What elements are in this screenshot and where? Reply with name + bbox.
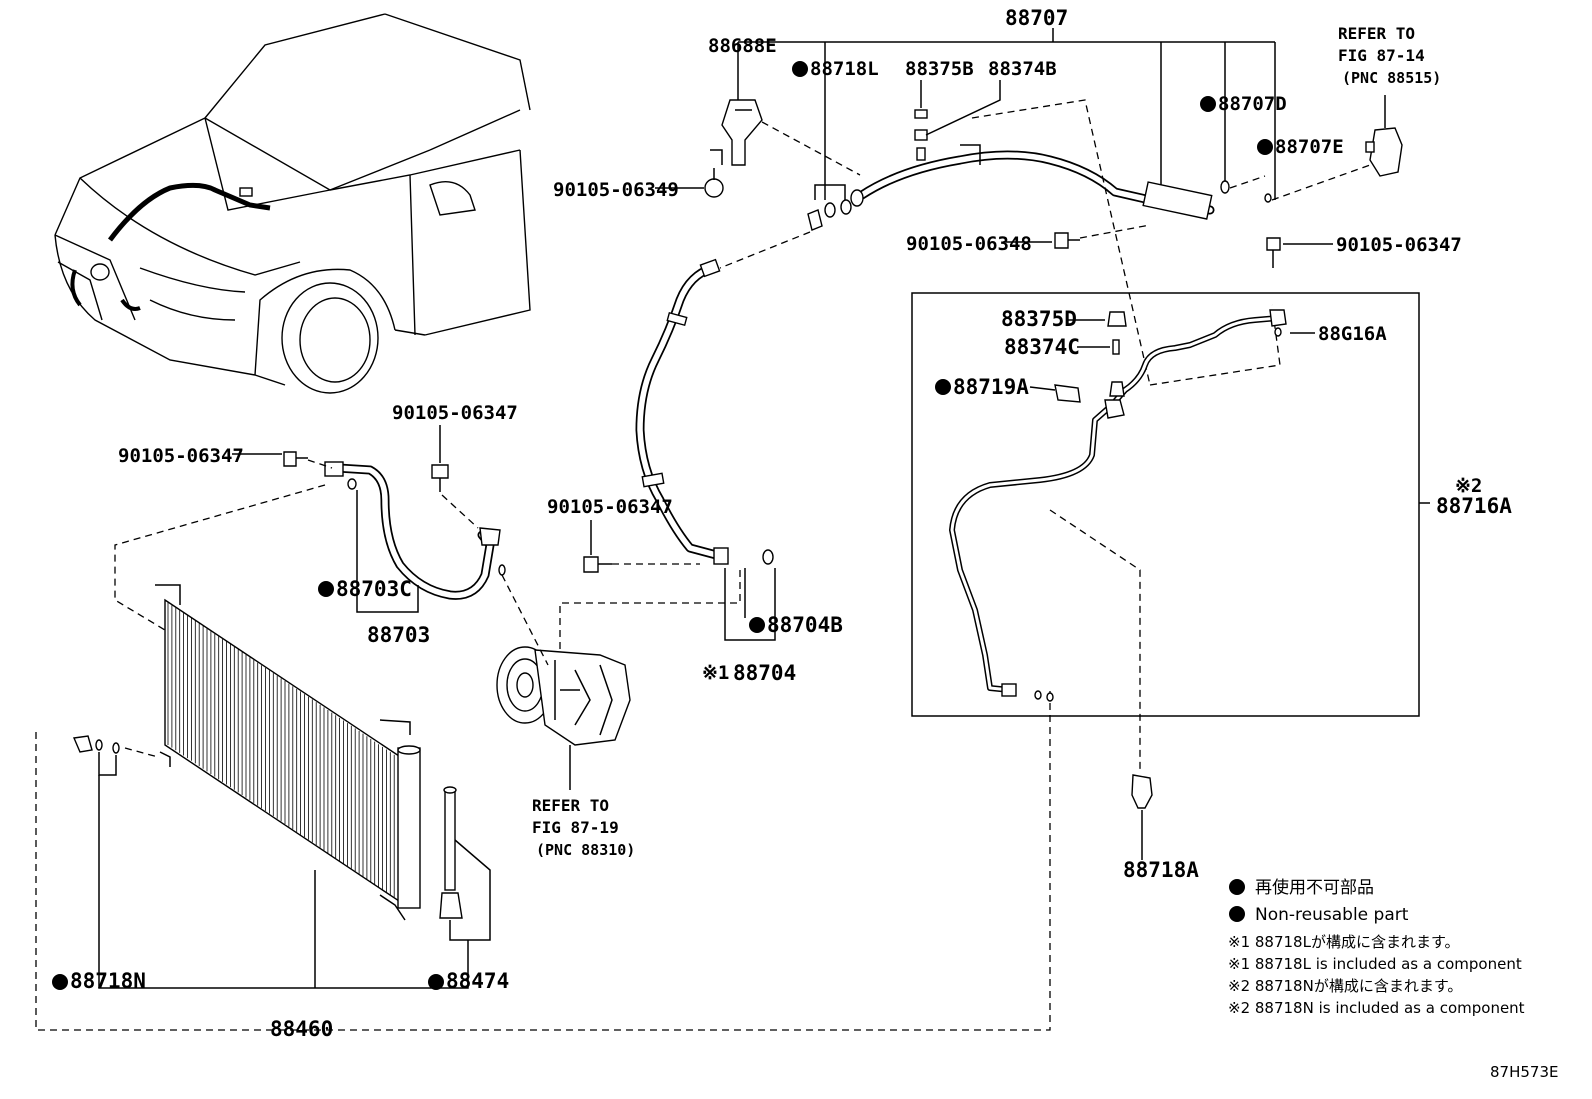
non-reusable-marker: [935, 379, 951, 395]
clamp-88688E: [710, 99, 861, 176]
legend-non-reusable-en: Non-reusable part: [1255, 905, 1409, 925]
hose-88707: [850, 144, 1215, 220]
label-88688E: 88688E: [708, 35, 777, 57]
vehicle-front-view: [54, 13, 531, 394]
label-88719A: 88719A: [953, 375, 1029, 399]
legend: 再使用不可部品 Non-reusable part ※1 88718Lが構成に含…: [1228, 877, 1525, 1017]
non-reusable-marker: [428, 974, 444, 990]
label-88704: 88704: [733, 661, 796, 685]
hose-88704: [635, 258, 774, 565]
label-88716A: 88716A: [1436, 494, 1512, 518]
legend-marker-en: [1229, 906, 1245, 922]
dashed-leaders-left: [35, 484, 1051, 1031]
part-labels: 88707 88688E 88718L 88375B 88374B 88707D…: [52, 6, 1512, 1041]
bracket-88704: [559, 568, 776, 650]
label-88704B: 88704B: [767, 613, 843, 637]
label-88474: 88474: [446, 969, 509, 993]
inset-88716A: [911, 292, 1430, 770]
non-reusable-marker: [52, 974, 68, 990]
label-88707D: 88707D: [1218, 93, 1287, 115]
label-88G16A: 88G16A: [1318, 323, 1387, 345]
bracket-88707: [737, 28, 1276, 200]
non-reusable-marker: [749, 617, 765, 633]
label-88375B: 88375B: [905, 58, 974, 80]
bolt-90105-06347-center: [583, 520, 700, 573]
ref-87-19-line1: REFER TO: [532, 796, 609, 815]
o-rings-88718N: [72, 735, 159, 776]
non-reusable-marker: [1257, 139, 1273, 155]
figure-code: 87H573E: [1490, 1063, 1558, 1081]
legend-note1-jp: ※1 88718Lが構成に含まれます。: [1228, 933, 1459, 951]
legend-non-reusable-jp: 再使用不可部品: [1255, 877, 1374, 898]
non-reusable-marker: [1200, 96, 1216, 112]
label-90105-06347-center: 90105-06347: [547, 496, 673, 518]
label-88375D: 88375D: [1001, 307, 1077, 331]
receiver-88474: [439, 786, 491, 941]
label-88703: 88703: [367, 623, 430, 647]
legend-note2-en: ※2 88718N is included as a component: [1228, 999, 1525, 1017]
expansion-valve-ref-88515: [1365, 95, 1403, 177]
ref-87-19-line3: (PNC 88310): [536, 841, 635, 859]
compressor-ref-88310: [496, 646, 631, 790]
note-1-marker: ※1: [702, 662, 729, 684]
note-2-marker: ※2: [1455, 475, 1482, 497]
valve-core-88374B: [914, 80, 1001, 161]
ref-87-14-line1: REFER TO: [1338, 24, 1415, 43]
label-88460: 88460: [270, 1017, 333, 1041]
label-88718N: 88718N: [70, 969, 146, 993]
bolt-90105-06347-right: [1266, 237, 1333, 268]
label-88707E: 88707E: [1275, 136, 1344, 158]
label-88374C: 88374C: [1004, 335, 1080, 359]
condenser-88460: [155, 584, 421, 921]
bolt-90105-06348: [1003, 224, 1151, 249]
sensor-88718A: [1131, 774, 1153, 860]
legend-note2-jp: ※2 88718Nが構成に含まれます。: [1228, 977, 1462, 995]
bracket-88460: [98, 775, 469, 989]
label-88718L: 88718L: [810, 58, 879, 80]
o-rings-88707D-88707E: [1220, 164, 1371, 203]
label-88718A: 88718A: [1123, 858, 1199, 882]
label-90105-06347-top: 90105-06347: [392, 402, 518, 424]
label-90105-06347-left: 90105-06347: [118, 445, 244, 467]
bolt-90105-06347-top: [431, 425, 549, 666]
legend-note1-en: ※1 88718L is included as a component: [1228, 955, 1522, 973]
o-rings-88718L: [807, 199, 852, 231]
label-88707: 88707: [1005, 6, 1068, 30]
non-reusable-marker: [792, 61, 808, 77]
ref-87-19-line2: FIG 87-19: [532, 818, 619, 837]
label-88703C: 88703C: [336, 577, 412, 601]
ref-87-14-line2: FIG 87-14: [1338, 46, 1425, 65]
label-90105-06347-right: 90105-06347: [1336, 234, 1462, 256]
ref-87-14-line3: (PNC 88515): [1342, 69, 1441, 87]
bolt-90105-06347-left: [232, 451, 333, 469]
label-88374B: 88374B: [988, 58, 1057, 80]
bracket-88703: [356, 490, 419, 613]
hose-88703: [324, 461, 506, 600]
label-90105-06348: 90105-06348: [906, 233, 1032, 255]
label-90105-06349: 90105-06349: [553, 179, 679, 201]
legend-marker-jp: [1229, 879, 1245, 895]
bolt-90105-06349: [655, 168, 724, 198]
non-reusable-marker: [318, 581, 334, 597]
